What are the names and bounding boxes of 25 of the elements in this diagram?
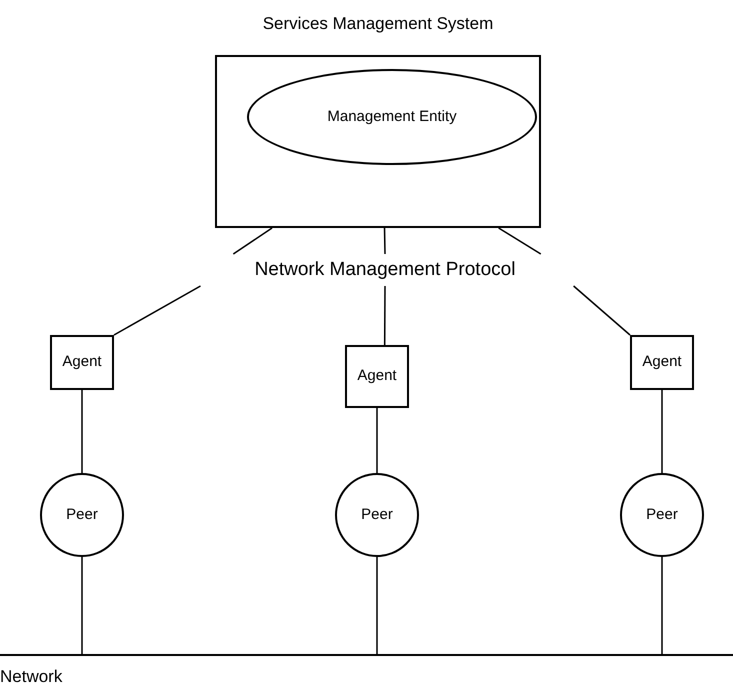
system-title: Services Management System: [262, 13, 494, 35]
entity-label: Management Entity: [327, 106, 457, 127]
connector-line: [661, 390, 663, 473]
connector-line: [376, 557, 378, 654]
agent-box: [50, 335, 114, 390]
agent-label: Agent: [642, 352, 682, 372]
network-label: Network: [0, 666, 62, 688]
connector-line: [81, 390, 83, 473]
agent-label: Agent: [62, 352, 102, 372]
peer-label: Peer: [66, 504, 98, 525]
agent-label: Agent: [357, 366, 397, 386]
agent-box: [345, 345, 409, 408]
entity-ellipse: [247, 69, 537, 165]
connector-line: [573, 285, 630, 336]
peer-label: Peer: [646, 504, 678, 525]
connector-line: [114, 285, 201, 336]
connector-line: [661, 557, 663, 654]
connector-line: [384, 286, 386, 345]
connector-line: [384, 228, 386, 254]
connector-line: [81, 557, 83, 654]
connector-line: [376, 408, 378, 473]
peer-label: Peer: [361, 504, 393, 525]
connector-line: [498, 227, 542, 255]
connector-line: [232, 227, 272, 255]
agent-box: [630, 335, 694, 390]
